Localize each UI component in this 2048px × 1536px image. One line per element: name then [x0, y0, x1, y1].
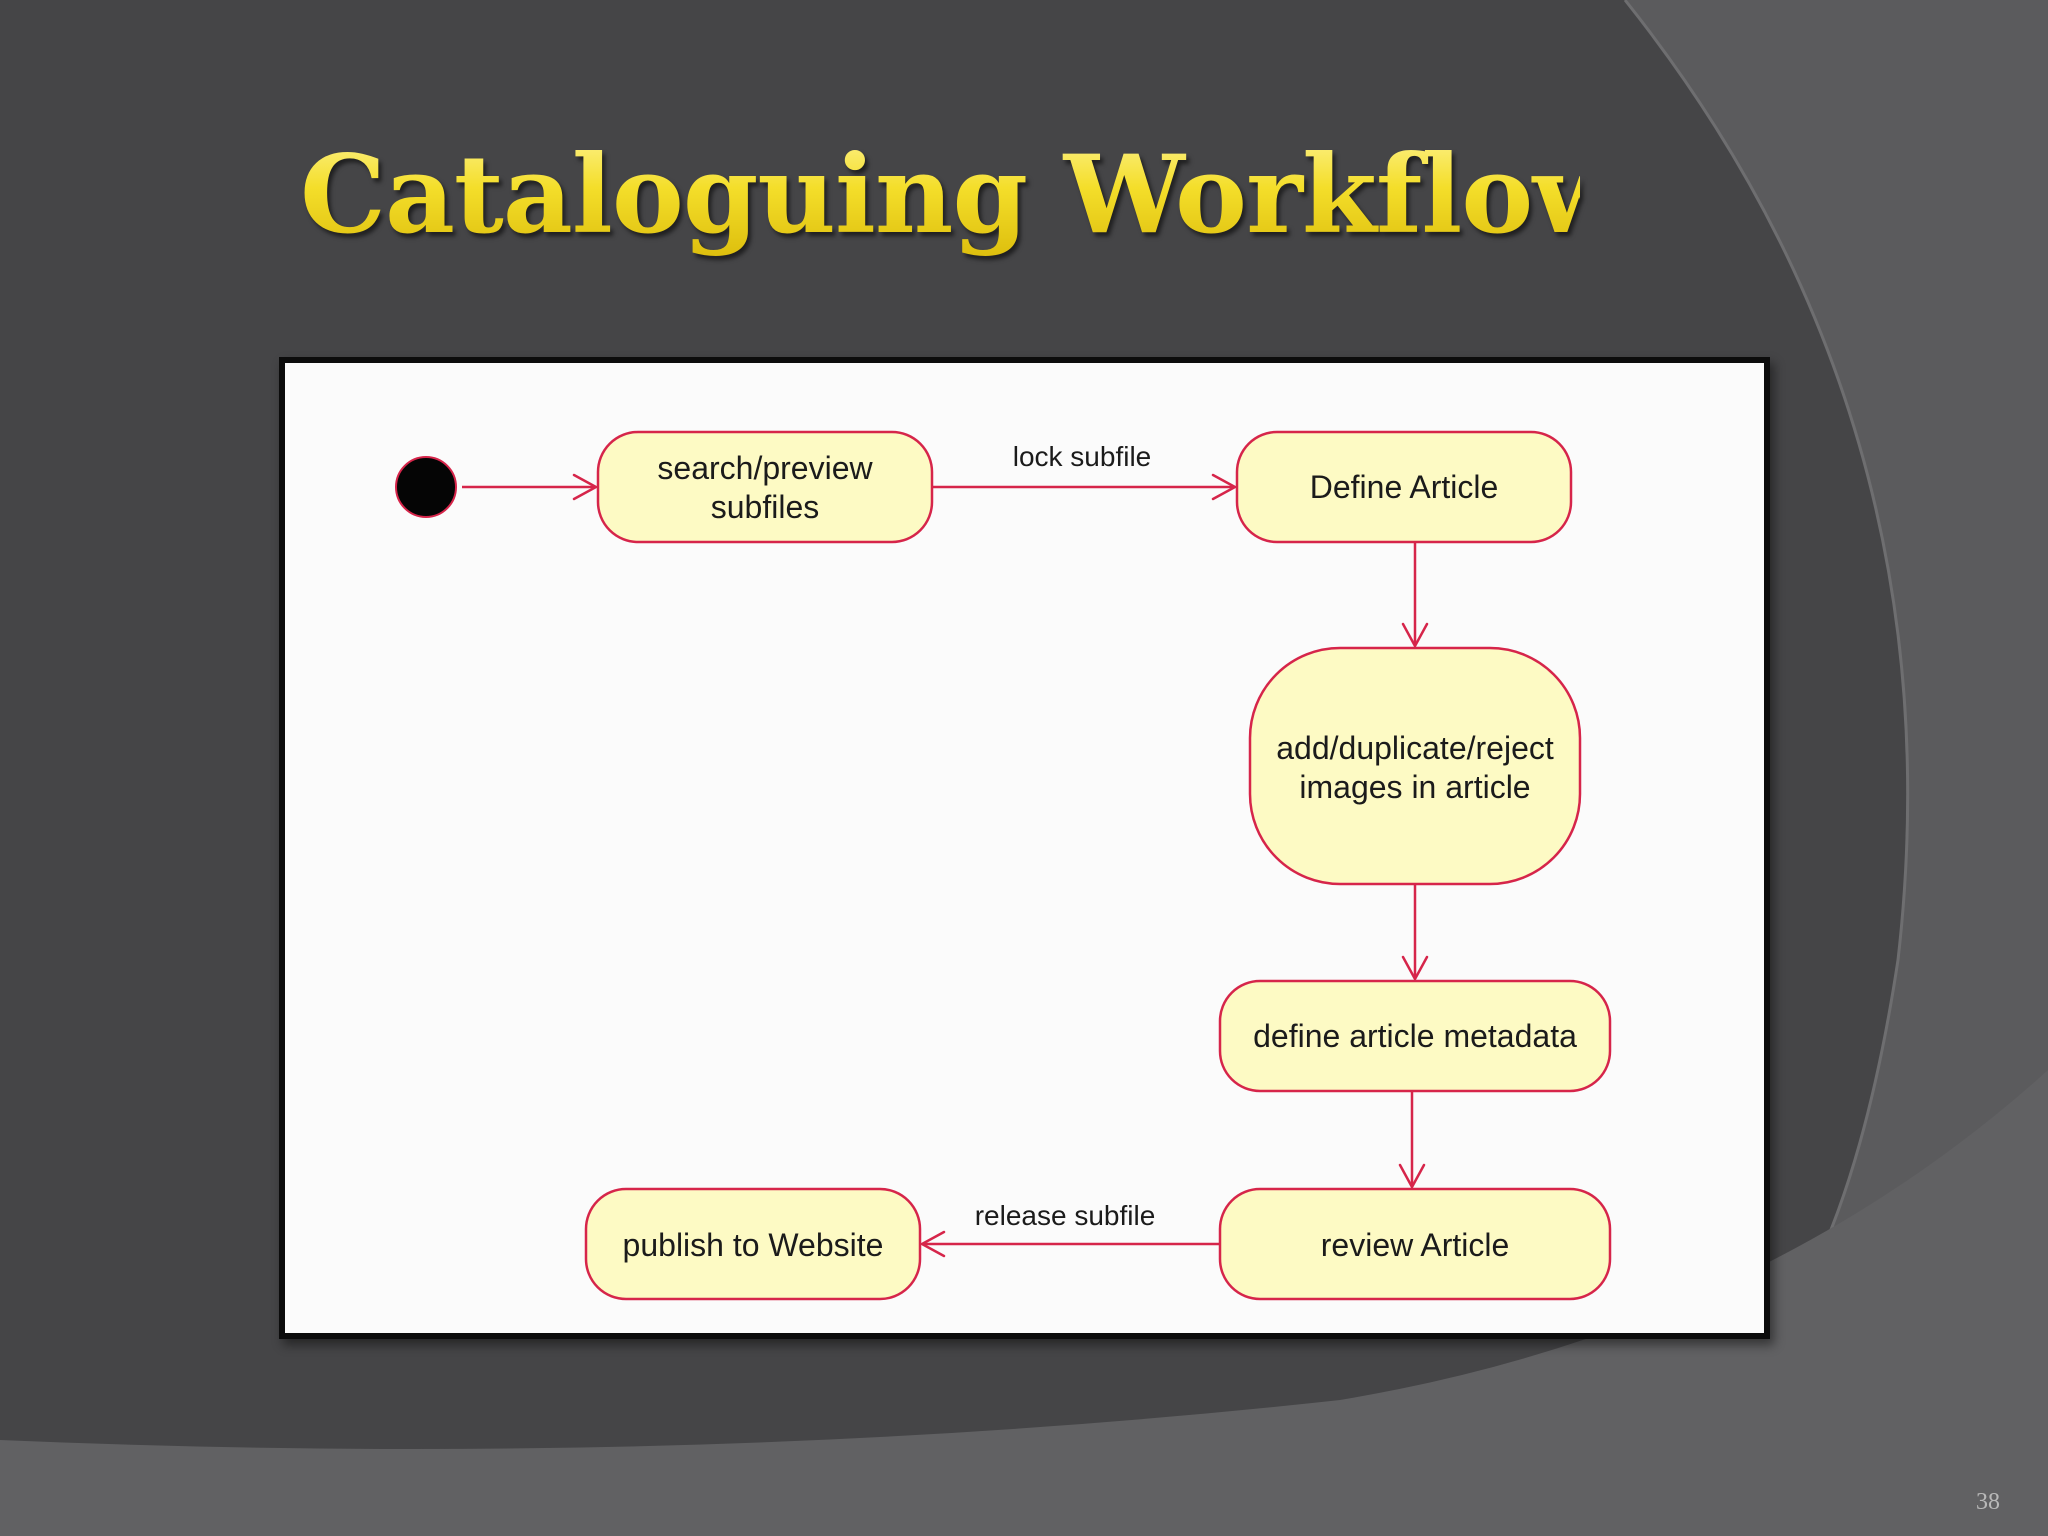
node-search-preview-line-2: subfiles	[711, 489, 820, 525]
node-define-article: Define Article	[1235, 430, 1573, 544]
node-define-article-metadata: define article metadata	[1218, 979, 1612, 1093]
edge-release-subfile: release subfile	[919, 1200, 1220, 1258]
edge-define-to-images	[1401, 542, 1429, 649]
node-images-line-2: images in article	[1299, 769, 1530, 805]
node-images-line-1: add/duplicate/reject	[1276, 730, 1554, 766]
workflow-diagram: search/preview subfiles lock subfile Def…	[395, 430, 1612, 1301]
edge-images-to-metadata	[1401, 884, 1429, 982]
background-arc-outline	[1623, 0, 1910, 1331]
edge-metadata-to-review	[1398, 1091, 1426, 1190]
node-review-article-label: review Article	[1321, 1227, 1510, 1263]
page-number: 38	[1976, 1489, 2000, 1515]
edge-start-to-search	[462, 473, 599, 501]
node-define-metadata-label: define article metadata	[1253, 1018, 1577, 1054]
edge-label-lock-subfile: lock subfile	[1013, 441, 1152, 472]
node-publish-label: publish to Website	[623, 1227, 884, 1263]
node-publish-to-website: publish to Website	[584, 1187, 922, 1301]
start-node	[395, 456, 457, 518]
node-define-article-label: Define Article	[1310, 469, 1499, 505]
node-search-preview-line-1: search/preview	[657, 450, 873, 486]
node-review-article: review Article	[1218, 1187, 1612, 1301]
edge-lock-subfile: lock subfile	[932, 441, 1238, 501]
background-arc-right	[1625, 0, 2048, 1330]
workflow-diagram-frame: search/preview subfiles lock subfile Def…	[279, 357, 1770, 1339]
node-add-duplicate-reject-images: add/duplicate/reject images in article	[1248, 646, 1582, 886]
node-search-preview-subfiles: search/preview subfiles	[596, 430, 934, 544]
edge-label-release-subfile: release subfile	[975, 1200, 1156, 1231]
slide-title: Cataloguing Workflow	[300, 120, 1625, 270]
background-band-bottom	[0, 1070, 2048, 1536]
